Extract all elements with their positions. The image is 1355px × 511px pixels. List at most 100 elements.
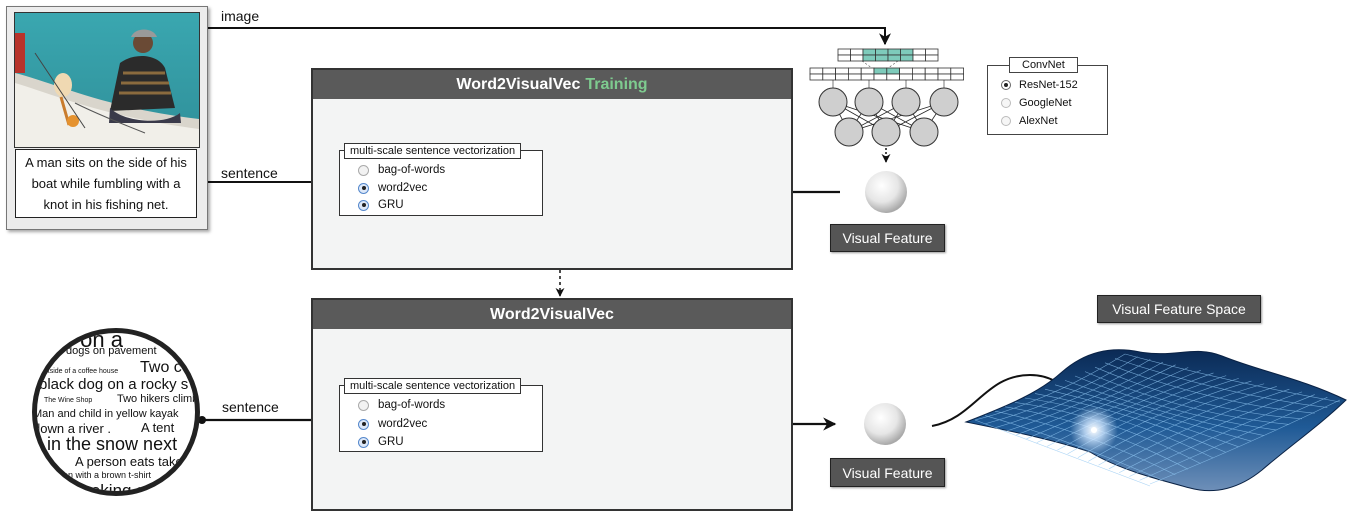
option-bag-of-words[interactable]: bag-of-words: [358, 399, 445, 411]
feature-cell: [886, 73, 900, 81]
feature-cell: [862, 48, 876, 56]
feature-cell: [886, 67, 900, 75]
feature-cell: [937, 73, 952, 81]
radio-selected-icon[interactable]: [358, 436, 369, 448]
radio-selected-icon[interactable]: [358, 182, 369, 194]
cloud-sentence: s in the snow next: [33, 434, 178, 454]
option-resnet-152[interactable]: ResNet-152: [1001, 79, 1078, 91]
feature-cell: [848, 73, 862, 81]
convnet-diagram: [809, 48, 964, 163]
feature-cell: [809, 67, 824, 75]
option-word2vec[interactable]: word2vec: [358, 418, 427, 430]
feature-cell: [925, 48, 939, 56]
radio-selected-icon[interactable]: [358, 199, 369, 211]
feature-cell: [912, 67, 926, 75]
mesh-line: [1149, 399, 1341, 485]
convnet-title: ConvNet: [1009, 57, 1078, 73]
cloud-sentence: Two c: [140, 359, 182, 376]
vectorization-box-training: multi-scale sentence vectorization bag-o…: [339, 143, 543, 216]
mesh-line: [974, 419, 1151, 487]
visual-feature-label-bottom: Visual Feature: [830, 458, 945, 487]
inference-panel: Word2VisualVec: [311, 298, 793, 511]
feature-cell: [950, 67, 964, 75]
mesh-line: [995, 359, 1151, 428]
sentence-arrow-label-top: sentence: [221, 165, 278, 181]
feature-cell: [835, 67, 849, 75]
cloud-sentence: dogs on pavement: [66, 345, 157, 357]
mesh-line: [1016, 364, 1176, 436]
radio-selected-icon[interactable]: [1001, 80, 1011, 90]
vectorization-title: multi-scale sentence vectorization: [344, 143, 522, 159]
cnn-node: [909, 117, 939, 147]
convnet-options-box: ConvNet ResNet-152 GoogleNet AlexNet: [987, 57, 1108, 135]
mesh-line: [1088, 383, 1265, 462]
cloud-sentence: t to a man with a brown t-shirt: [33, 470, 152, 480]
option-alexnet[interactable]: AlexNet: [1001, 115, 1058, 127]
mesh-line: [1074, 375, 1277, 431]
radio-icon[interactable]: [1001, 98, 1011, 108]
cloud-sentence: outside of a coffee house: [40, 368, 119, 375]
feature-cell: [875, 48, 889, 56]
option-googlenet[interactable]: GoogleNet: [1001, 97, 1072, 109]
cloud-sentence: Two hikers climb: [117, 393, 199, 405]
mesh-line: [1024, 397, 1214, 459]
radio-selected-icon[interactable]: [358, 418, 369, 430]
radio-icon[interactable]: [358, 164, 369, 176]
feature-cell: [912, 48, 926, 56]
sentence-cloud-magnifier: s on a dogs on pavement outside of a cof…: [32, 328, 200, 496]
mesh-line: [1114, 358, 1328, 408]
feature-cell: [837, 54, 851, 62]
mesh-line: [1046, 372, 1214, 447]
feature-cell: [862, 54, 876, 62]
visual-feature-sphere-top: [865, 171, 907, 213]
vectorization-box-inference: multi-scale sentence vectorization bag-o…: [339, 378, 543, 452]
feature-cell: [809, 73, 824, 81]
inference-panel-header: Word2VisualVec: [313, 300, 791, 329]
mesh-line: [1026, 367, 1189, 440]
mesh-line: [984, 415, 1163, 481]
mesh-line: [1054, 384, 1252, 442]
feature-cell: [822, 73, 836, 81]
option-gru[interactable]: GRU: [358, 199, 404, 211]
feature-cell: [873, 67, 888, 75]
cloud-sentence: verlooking s: [54, 481, 145, 496]
feature-cell: [912, 54, 926, 62]
feature-cell: [822, 67, 836, 75]
cloud-sentence: s on a: [63, 328, 123, 352]
feature-cell: [924, 73, 939, 81]
pool-lines: [861, 60, 899, 69]
image-arrow-label: image: [221, 8, 260, 24]
mesh-line: [1118, 391, 1303, 473]
feature-cell: [900, 54, 914, 62]
cnn-node: [834, 117, 864, 147]
option-bag-of-words[interactable]: bag-of-words: [358, 164, 445, 176]
feature-cell: [875, 54, 889, 62]
feature-cell: [850, 48, 864, 56]
fisherman-photo: [14, 12, 200, 148]
radio-icon[interactable]: [1001, 116, 1011, 126]
cnn-node: [929, 87, 959, 117]
radio-icon[interactable]: [358, 399, 369, 411]
feature-cell: [912, 73, 926, 81]
cloud-sentence: A tent: [141, 420, 175, 435]
mesh-line: [1005, 361, 1164, 432]
cloud-sentence: black dog on a rocky s: [39, 376, 189, 393]
mesh-line: [1094, 366, 1303, 420]
mesh-line: [1036, 369, 1201, 443]
feature-cell: [887, 48, 901, 56]
cnn-node: [818, 87, 848, 117]
option-gru[interactable]: GRU: [358, 436, 404, 448]
mesh-line: [1129, 394, 1315, 477]
feature-cell: [873, 73, 888, 81]
feature-cell: [887, 54, 901, 62]
feature-cell: [950, 73, 964, 81]
feature-cell: [837, 48, 851, 56]
cnn-edge: [832, 101, 925, 133]
cloud-sentence: A person eats take: [75, 454, 183, 469]
feature-cell: [925, 54, 939, 62]
option-word2vec[interactable]: word2vec: [358, 182, 427, 194]
training-panel-title-accent: Training: [585, 75, 648, 93]
cloud-sentence: down a river .: [33, 421, 112, 436]
feature-cell: [899, 67, 913, 75]
